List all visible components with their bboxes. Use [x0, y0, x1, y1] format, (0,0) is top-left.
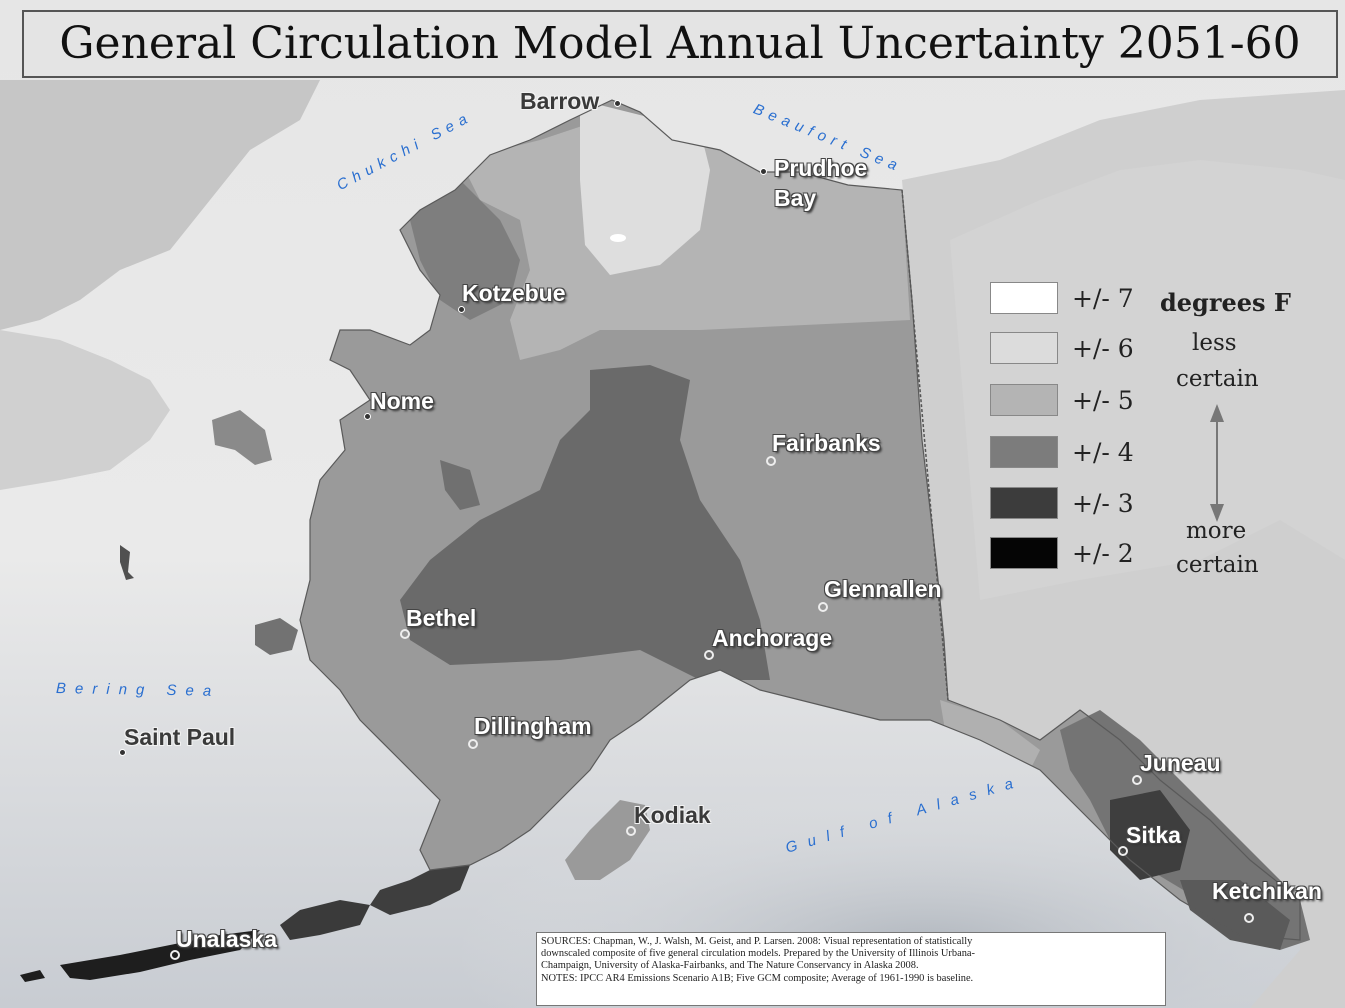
label-bering-sea: Bering Sea — [55, 680, 221, 700]
sources-line-3: Champaign, University of Alaska-Fairbank… — [541, 960, 919, 972]
city-label-sitka: Sitka — [1126, 822, 1181, 848]
city-label-prudhoe-bay: Prudhoe Bay — [774, 155, 868, 211]
city-marker-kotzebue — [458, 306, 465, 313]
legend-less-line1: less — [1192, 330, 1237, 356]
legend-label-3: +/- 3 — [1072, 489, 1134, 518]
city-label-anchorage: Anchorage — [712, 625, 833, 651]
city-label-unalaska: Unalaska — [176, 926, 278, 952]
legend-label-2: +/- 2 — [1072, 539, 1134, 568]
legend-more-line2: certain — [1176, 552, 1259, 578]
legend-swatch-3 — [990, 487, 1058, 519]
city-marker-fairbanks — [766, 456, 776, 466]
city-label-barrow: Barrow — [520, 88, 600, 114]
city-label-kotzebue: Kotzebue — [462, 280, 566, 306]
sources-line-4: NOTES: IPCC AR4 Emissions Scenario A1B; … — [541, 972, 974, 984]
city-marker-bethel — [400, 629, 410, 639]
city-label-nome: Nome — [370, 388, 434, 414]
city-marker-juneau — [1132, 775, 1142, 785]
city-marker-dillingham — [468, 739, 478, 749]
legend-swatch-6 — [990, 332, 1058, 364]
legend-label-5: +/- 5 — [1072, 386, 1134, 415]
legend-swatch-2 — [990, 537, 1058, 569]
legend-less-line2: certain — [1176, 366, 1259, 392]
city-label-glennallen: Glennallen — [824, 576, 942, 602]
legend-units: degrees F — [1160, 288, 1291, 317]
sources-line-2: downscaled composite of five general cir… — [541, 948, 975, 960]
city-label-kodiak: Kodiak — [634, 802, 711, 828]
legend-label-7: +/- 7 — [1072, 284, 1134, 313]
city-label-dillingham: Dillingham — [474, 713, 592, 739]
city-marker-unalaska — [170, 950, 180, 960]
city-marker-nome — [364, 413, 371, 420]
legend-swatch-4 — [990, 436, 1058, 468]
legend-label-4: +/- 4 — [1072, 438, 1134, 467]
city-label-fairbanks: Fairbanks — [772, 430, 881, 456]
sources-line-1: SOURCES: Chapman, W., J. Walsh, M. Geist… — [541, 936, 973, 947]
city-label-bethel: Bethel — [406, 605, 477, 631]
city-marker-prudhoe-bay — [760, 168, 767, 175]
legend-arrow — [1210, 404, 1224, 522]
city-label-juneau: Juneau — [1140, 750, 1221, 776]
city-marker-anchorage — [704, 650, 714, 660]
city-marker-glennallen — [818, 602, 828, 612]
city-label-ketchikan: Ketchikan — [1212, 878, 1322, 904]
city-marker-saint-paul — [119, 749, 126, 756]
city-marker-kodiak — [626, 826, 636, 836]
sources-notes-box: SOURCES: Chapman, W., J. Walsh, M. Geist… — [536, 932, 1166, 1006]
legend-more-line1: more — [1186, 518, 1247, 544]
city-marker-ketchikan — [1244, 913, 1254, 923]
legend-swatch-5 — [990, 384, 1058, 416]
legend-label-6: +/- 6 — [1072, 334, 1134, 363]
city-marker-sitka — [1118, 846, 1128, 856]
legend-swatch-7 — [990, 282, 1058, 314]
city-label-saint-paul: Saint Paul — [124, 724, 236, 750]
city-marker-barrow — [614, 100, 621, 107]
map-title: General Circulation Model Annual Uncerta… — [22, 10, 1338, 78]
